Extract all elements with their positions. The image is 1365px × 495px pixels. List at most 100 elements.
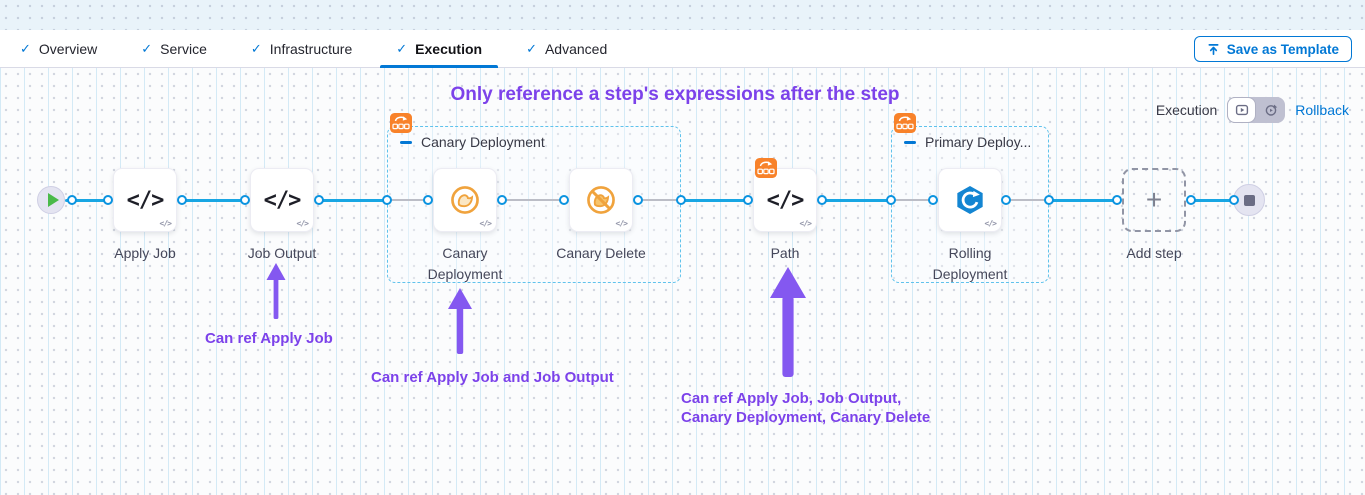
step-group-header[interactable]: Canary Deployment: [400, 134, 545, 150]
connector-port[interactable]: [1112, 195, 1122, 205]
rollback-steps-badge-icon[interactable]: [755, 158, 777, 178]
connector-port[interactable]: [423, 195, 433, 205]
collapse-icon[interactable]: [904, 140, 916, 144]
connector-port[interactable]: [240, 195, 250, 205]
save-as-template-button[interactable]: Save as Template: [1193, 36, 1352, 62]
check-icon: ✓: [526, 40, 537, 56]
tab-execution[interactable]: ✓ Execution: [380, 30, 498, 68]
check-icon: ✓: [20, 40, 31, 56]
pipeline-start-node: [37, 186, 65, 214]
connector-port[interactable]: [1044, 195, 1054, 205]
tab-service[interactable]: ✓ Service: [125, 30, 223, 67]
step-label-path: Path: [770, 245, 800, 261]
connector-line: [681, 199, 748, 202]
tab-label: Execution: [415, 40, 483, 57]
step-label-apply-job: Apply Job: [114, 245, 176, 261]
connector-line-dashed: [1006, 199, 1049, 201]
tab-label: Advanced: [544, 40, 608, 57]
code-small-icon: </>: [615, 219, 628, 228]
step-node-path[interactable]: </> </>: [753, 168, 817, 232]
code-icon: </>: [126, 187, 165, 213]
execution-view-button[interactable]: [1227, 97, 1257, 123]
stop-icon: [1243, 194, 1255, 206]
annotation-note-3-line1: Can ref Apply Job, Job Output,: [681, 390, 902, 407]
connector-port[interactable]: [103, 195, 113, 205]
annotation-arrow-medium: [448, 288, 472, 354]
step-label-canary-deployment: Canary Deployment: [427, 245, 503, 282]
connector-line: [319, 199, 387, 202]
connector-port[interactable]: [1186, 195, 1196, 205]
rollback-steps-badge-icon[interactable]: [894, 113, 916, 133]
canary-deployment-icon: [451, 186, 479, 214]
step-group-label: Canary Deployment: [421, 134, 545, 150]
step-label-add-step: Add step: [1126, 245, 1182, 261]
annotation-note-3: Can ref Apply Job, Job Output, Canary De…: [681, 389, 930, 427]
collapse-icon[interactable]: [400, 140, 412, 144]
code-icon: </>: [766, 187, 805, 213]
rollback-steps-badge-icon[interactable]: [390, 113, 412, 133]
connector-line-dashed: [387, 199, 428, 201]
connector-port[interactable]: [928, 195, 938, 205]
step-label-rolling-deployment: Rolling Deployment: [932, 245, 1008, 282]
connector-line-dashed: [502, 199, 564, 201]
connector-line: [1049, 199, 1117, 202]
connector-line: [182, 199, 245, 202]
step-node-canary-deployment[interactable]: </>: [433, 168, 497, 232]
annotation-note-3-line2: Canary Deployment, Canary Delete: [681, 409, 931, 426]
connector-port[interactable]: [743, 195, 753, 205]
annotation-note-1: Can ref Apply Job: [205, 330, 333, 347]
annotation-arrow-small: [266, 263, 286, 319]
connector-port[interactable]: [559, 195, 569, 205]
step-node-rolling-deployment[interactable]: </>: [938, 168, 1002, 232]
check-icon: ✓: [141, 40, 153, 56]
connector-line-dashed: [891, 199, 933, 201]
add-step-button[interactable]: +: [1122, 168, 1186, 232]
step-label-canary-delete: Canary Delete: [556, 245, 646, 261]
step-node-canary-delete[interactable]: </>: [569, 168, 633, 232]
step-node-job-output[interactable]: </> </>: [250, 168, 314, 232]
code-small-icon: </>: [479, 219, 492, 228]
play-icon: [47, 193, 59, 207]
connector-port[interactable]: [633, 195, 643, 205]
connector-port[interactable]: [314, 195, 324, 205]
code-small-icon: </>: [296, 219, 309, 228]
connector-line: [65, 199, 108, 202]
rolling-deployment-icon: [957, 186, 983, 214]
tab-overview[interactable]: ✓ Overview: [4, 30, 113, 67]
connector-line: [1191, 199, 1236, 202]
step-group-label: Primary Deploy...: [925, 134, 1032, 150]
stage-tabbar: ✓ Overview ✓ Service ✓ Infrastructure ✓ …: [0, 30, 1365, 68]
annotation-arrow-large: [770, 267, 806, 377]
tab-label: Overview: [38, 40, 98, 57]
code-small-icon: </>: [799, 219, 812, 228]
connector-line: [822, 199, 891, 202]
connector-port[interactable]: [817, 195, 827, 205]
pipeline-canvas[interactable]: Only reference a step's expressions afte…: [0, 68, 1365, 495]
connector-port[interactable]: [676, 195, 686, 205]
tab-advanced[interactable]: ✓ Advanced: [510, 30, 623, 67]
code-icon: </>: [263, 187, 302, 213]
tab-infrastructure[interactable]: ✓ Infrastructure: [235, 30, 368, 67]
tab-label: Infrastructure: [269, 40, 353, 57]
connector-port[interactable]: [382, 195, 392, 205]
step-group-header[interactable]: Primary Deploy...: [904, 134, 1031, 150]
check-icon: ✓: [396, 40, 408, 56]
annotation-title: Only reference a step's expressions afte…: [450, 84, 900, 105]
connector-port[interactable]: [497, 195, 507, 205]
connector-port[interactable]: [177, 195, 187, 205]
connector-port[interactable]: [1001, 195, 1011, 205]
tab-label: Service: [160, 40, 207, 57]
view-toggle: [1227, 97, 1286, 123]
rollback-link[interactable]: Rollback: [1295, 102, 1349, 118]
step-node-apply-job[interactable]: </> </>: [113, 168, 177, 232]
connector-port[interactable]: [67, 195, 77, 205]
code-small-icon: </>: [984, 219, 997, 228]
save-as-template-label: Save as Template: [1226, 41, 1339, 57]
canvas-top-strip: [0, 0, 1365, 30]
rollback-view-button[interactable]: [1256, 97, 1285, 123]
connector-port[interactable]: [1229, 195, 1239, 205]
connector-port[interactable]: [886, 195, 896, 205]
execution-steps-icon: [1235, 104, 1248, 116]
rollback-circle-icon: [1265, 104, 1277, 116]
check-icon: ✓: [250, 40, 262, 56]
